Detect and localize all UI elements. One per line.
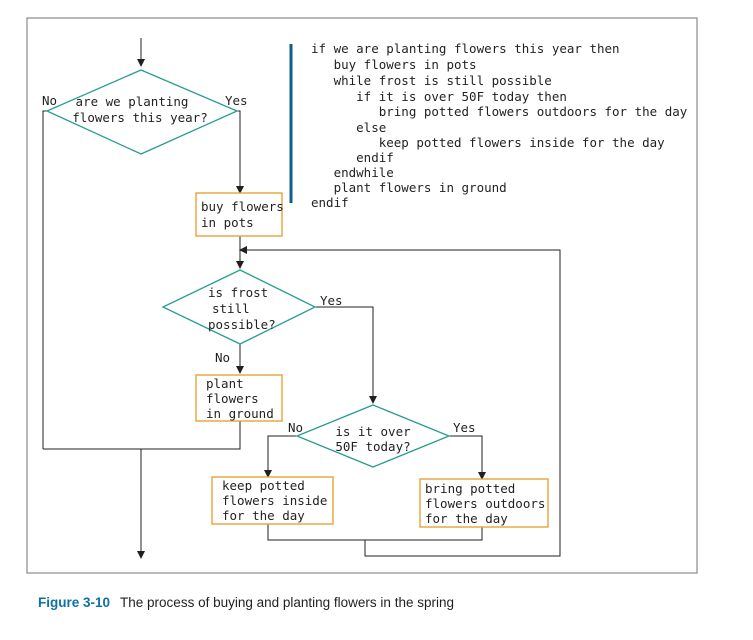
decision-frost-line-3: possible? — [208, 317, 276, 332]
process-bring-line-2: flowers outdoors — [425, 496, 545, 511]
decision-frost-line-2: still — [212, 301, 250, 316]
process-plant-line-1: plant — [206, 376, 244, 391]
decision-frost-line-1: is frost — [208, 285, 268, 300]
process-bring: bring potted flowers outdoors for the da… — [419, 478, 549, 528]
pseudocode-line: keep potted flowers inside for the day — [311, 135, 665, 150]
connector-loop-back — [239, 246, 561, 557]
decision-planting-line-1: are we planting — [76, 94, 189, 109]
process-plant: plant flowers in ground — [195, 374, 283, 422]
process-buy-line-1: buy flowers — [201, 199, 284, 214]
pseudocode-line: buy flowers in pots — [311, 57, 477, 72]
process-bring-line-3: for the day — [425, 511, 508, 526]
pseudocode-line: endif — [311, 150, 394, 165]
pseudocode-line: bring potted flowers outdoors for the da… — [311, 104, 688, 119]
pseudocode-line: if it is over 50F today then — [311, 89, 567, 104]
decision-temp: is it over 50F today? No Yes — [288, 404, 476, 468]
process-plant-line-2: flowers — [206, 391, 259, 406]
figure-frame — [26, 17, 698, 574]
decision-temp-yes-label: Yes — [453, 420, 476, 435]
decision-planting: are we planting flowers this year? No Ye… — [42, 69, 248, 155]
process-bring-line-1: bring potted — [425, 481, 515, 496]
connector-keep-merge — [267, 524, 483, 541]
decision-temp-line-1: is it over — [335, 424, 411, 439]
decision-temp-no-label: No — [288, 420, 303, 435]
decision-frost-yes-label: Yes — [320, 293, 343, 308]
process-keep-line-1: keep potted — [222, 478, 305, 493]
decision-planting-yes-label: Yes — [225, 93, 248, 108]
process-buy-line-2: in pots — [201, 215, 254, 230]
decision-temp-line-2: 50F today? — [335, 439, 410, 454]
caption-label: Figure 3-10 — [38, 595, 111, 610]
connector-plant-to-merge — [43, 421, 241, 450]
pseudocode-line: else — [311, 120, 387, 135]
pseudocode-line: endif — [311, 195, 349, 210]
connector-temp-no — [264, 435, 297, 478]
process-keep-line-3: for the day — [222, 508, 305, 523]
connectors — [42, 38, 561, 559]
connector-frost-yes — [315, 306, 377, 404]
connector-planting-no — [42, 110, 47, 449]
caption-text: The process of buying and planting flowe… — [120, 595, 454, 610]
process-keep: keep potted flowers inside for the day — [211, 476, 334, 525]
decision-frost-no-label: No — [215, 350, 230, 365]
decision-frost: is frost still possible? Yes No — [161, 269, 343, 365]
figure-caption: Figure 3-10 The process of buying and pla… — [38, 595, 454, 610]
pseudocode-line: while frost is still possible — [311, 73, 552, 88]
process-keep-line-2: flowers inside — [222, 493, 327, 508]
process-buy: buy flowers in pots — [195, 192, 284, 237]
pseudocode-line: endwhile — [311, 165, 394, 180]
connector-planting-yes — [236, 110, 244, 194]
pseudocode-line: plant flowers in ground — [311, 180, 507, 195]
decision-planting-line-2: flowers this year? — [72, 110, 207, 125]
process-plant-line-3: in ground — [206, 406, 274, 421]
connector-temp-yes — [449, 435, 486, 480]
pseudocode-line: if we are planting flowers this year the… — [311, 41, 620, 56]
decision-planting-no-label: No — [42, 93, 57, 108]
